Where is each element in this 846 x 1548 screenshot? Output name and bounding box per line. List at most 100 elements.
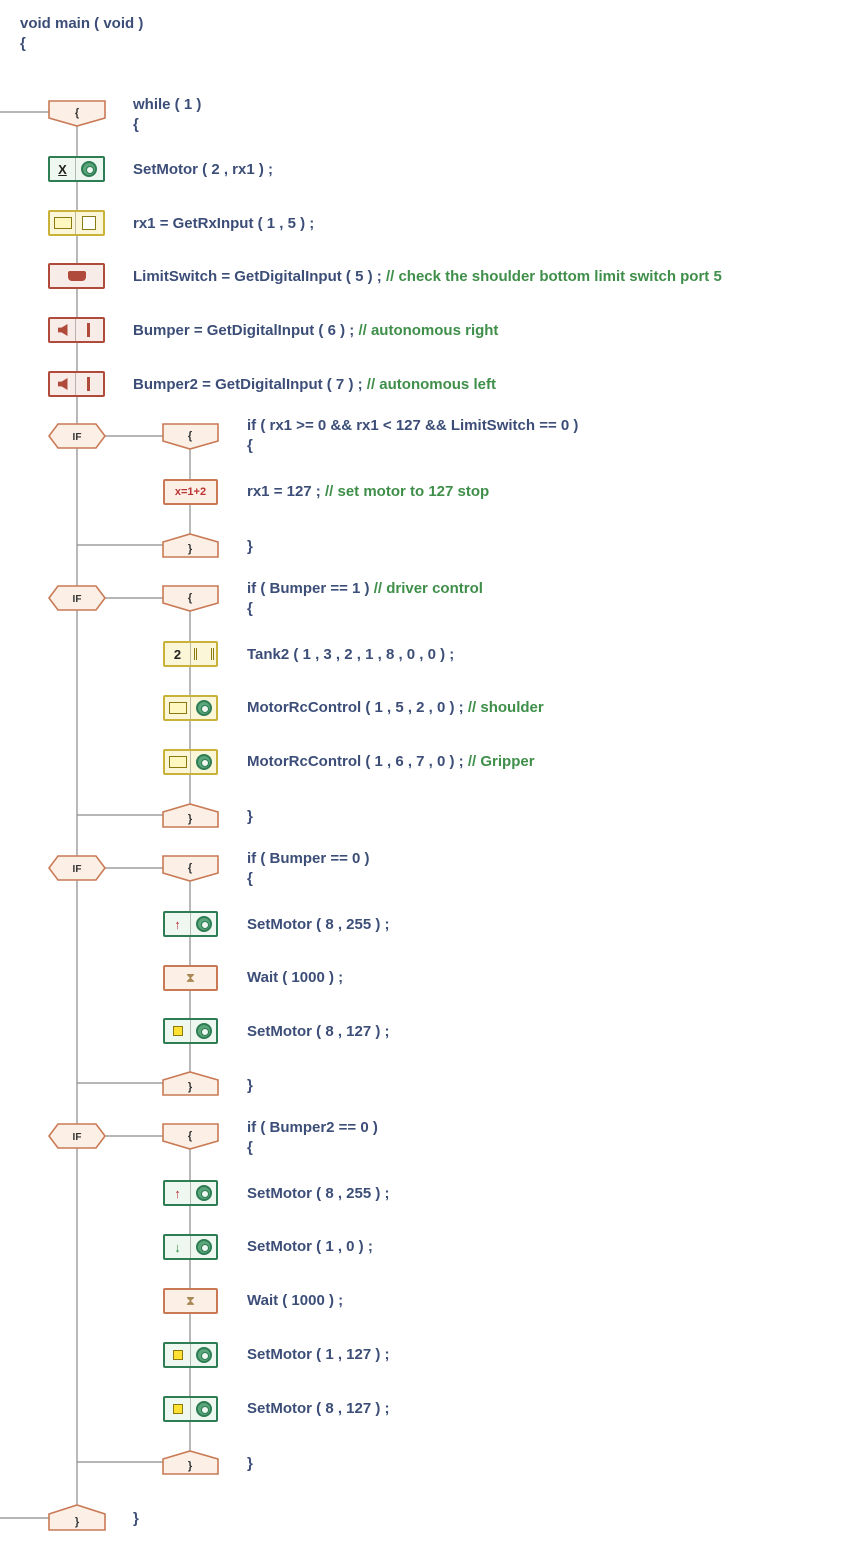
rc-transmitter-icon xyxy=(165,751,190,773)
code-line: SetMotor ( 8 , 127 ) ; xyxy=(247,1023,390,1040)
code-line: Wait ( 1000 ) ; xyxy=(247,1292,344,1309)
motor-gear-icon xyxy=(190,1182,216,1204)
code-line: SetMotor ( 8 , 255 ) ; xyxy=(247,1185,390,1202)
if3-close-shape[interactable]: } xyxy=(162,1071,219,1096)
tank2-block[interactable]: 2 xyxy=(163,641,218,667)
bumper2-block[interactable] xyxy=(48,371,105,397)
bumper-switch-icon xyxy=(50,373,75,395)
code-line: SetMotor ( 8 , 127 ) ; xyxy=(247,1400,390,1417)
receiver-icon xyxy=(75,212,101,234)
code-line: if ( rx1 >= 0 && rx1 < 127 && LimitSwitc… xyxy=(247,417,579,434)
code-comment: // autonomous right xyxy=(358,322,499,339)
code-line: while ( 1 ) xyxy=(133,96,202,113)
if1-open-shape[interactable]: { xyxy=(162,423,219,450)
code-comment: // set motor to 127 stop xyxy=(324,483,490,500)
code-line: Bumper2 = GetDigitalInput ( 7 ) ; // aut… xyxy=(133,376,496,393)
motor-gear-icon xyxy=(190,1236,216,1258)
while-close-shape[interactable]: } xyxy=(48,1504,106,1531)
code-line: Tank2 ( 1 , 3 , 2 , 1 , 8 , 0 , 0 ) ; xyxy=(247,646,455,663)
setmotor-8-127-block[interactable] xyxy=(163,1018,218,1044)
rc-transmitter-icon xyxy=(50,212,75,234)
motor-gear-icon xyxy=(75,158,101,180)
assignment-icon: x=1+2 xyxy=(174,486,207,498)
code-line: MotorRcControl ( 1 , 6 , 7 , 0 ) ; // Gr… xyxy=(247,753,535,770)
code-comment: // shoulder xyxy=(467,699,544,716)
hourglass-icon: ⧗ xyxy=(185,1293,196,1308)
code-line: rx1 = 127 ; // set motor to 127 stop xyxy=(247,483,490,500)
code-line: } xyxy=(247,808,253,825)
motor-gear-icon xyxy=(190,697,216,719)
if3-close-label: } xyxy=(188,1081,193,1093)
bumper-switch-icon xyxy=(50,319,75,341)
tank-two-icon: 2 xyxy=(173,646,182,662)
if1-open-label: { xyxy=(188,430,193,442)
while-open-shape[interactable]: { xyxy=(48,100,106,127)
arrow-up-icon: ↑ xyxy=(174,916,181,932)
port-icon xyxy=(75,373,101,395)
setmotor-8-127-block[interactable] xyxy=(163,1396,218,1422)
setmotor-8-255-block[interactable]: ↑ xyxy=(163,911,218,937)
variable-x-icon: X xyxy=(58,161,67,177)
if2-open-shape[interactable]: { xyxy=(162,585,219,612)
code-comment: // Gripper xyxy=(467,753,535,770)
function-signature: void main ( void ) xyxy=(20,15,144,32)
code-comment: // driver control xyxy=(373,580,483,597)
if4-label: IF xyxy=(73,1132,82,1143)
bumper-block[interactable] xyxy=(48,317,105,343)
if3-open-shape[interactable]: { xyxy=(162,855,219,882)
code-line: Bumper = GetDigitalInput ( 6 ) ; // auto… xyxy=(133,322,499,339)
motorrc-shoulder-block[interactable] xyxy=(163,695,218,721)
setmotor-8-255-block[interactable]: ↑ xyxy=(163,1180,218,1206)
code-line: { xyxy=(247,437,253,454)
hourglass-icon: ⧗ xyxy=(185,970,196,985)
code-line: } xyxy=(247,1077,253,1094)
motor-gear-icon xyxy=(190,1020,216,1042)
motor-gear-icon xyxy=(190,1344,216,1366)
code-line: LimitSwitch = GetDigitalInput ( 5 ) ; //… xyxy=(133,268,722,285)
if1-label: IF xyxy=(73,432,82,443)
code-line: MotorRcControl ( 1 , 5 , 2 , 0 ) ; // sh… xyxy=(247,699,544,716)
if1-close-shape[interactable]: } xyxy=(162,533,219,558)
limit-switch-icon xyxy=(67,271,86,281)
if3-shape[interactable]: IF xyxy=(48,855,106,881)
code-line: SetMotor ( 1 , 127 ) ; xyxy=(247,1346,390,1363)
setmotor-1-127-block[interactable] xyxy=(163,1342,218,1368)
code-line: } xyxy=(247,538,253,555)
if4-open-shape[interactable]: { xyxy=(162,1123,219,1150)
wait-block[interactable]: ⧗ xyxy=(163,1288,218,1314)
motor-gear-icon xyxy=(190,913,216,935)
code-line: if ( Bumper == 1 ) // driver control xyxy=(247,580,483,597)
if4-close-shape[interactable]: } xyxy=(162,1450,219,1475)
code-line: } xyxy=(133,1510,139,1527)
rc-transmitter-icon xyxy=(165,697,190,719)
if3-open-label: { xyxy=(188,862,193,874)
code-line: if ( Bumper == 0 ) xyxy=(247,850,370,867)
if2-close-shape[interactable]: } xyxy=(162,803,219,828)
code-line: rx1 = GetRxInput ( 1 , 5 ) ; xyxy=(133,215,315,232)
motor-gear-icon xyxy=(190,751,216,773)
code-line: } xyxy=(247,1455,253,1472)
if2-label: IF xyxy=(73,594,82,605)
stop-square-icon xyxy=(165,1344,190,1366)
if4-shape[interactable]: IF xyxy=(48,1123,106,1149)
code-line: SetMotor ( 2 , rx1 ) ; xyxy=(133,161,274,178)
arrow-up-icon: ↑ xyxy=(174,1185,181,1201)
code-line: Wait ( 1000 ) ; xyxy=(247,969,344,986)
if2-shape[interactable]: IF xyxy=(48,585,106,611)
setmotor-1-0-block[interactable]: ↓ xyxy=(163,1234,218,1260)
setmotor-block[interactable]: X xyxy=(48,156,105,182)
assign-rx1-block[interactable]: x=1+2 xyxy=(163,479,218,505)
if3-label: IF xyxy=(73,864,82,875)
if1-shape[interactable]: IF xyxy=(48,423,106,449)
if2-close-label: } xyxy=(188,813,193,825)
code-line: { xyxy=(247,600,253,617)
limitswitch-block[interactable] xyxy=(48,263,105,289)
code-line: SetMotor ( 8 , 255 ) ; xyxy=(247,916,390,933)
while-close-label: } xyxy=(75,1516,80,1528)
stop-square-icon xyxy=(165,1398,190,1420)
motorrc-gripper-block[interactable] xyxy=(163,749,218,775)
wait-block[interactable]: ⧗ xyxy=(163,965,218,991)
getrxinput-block[interactable] xyxy=(48,210,105,236)
while-open-label: { xyxy=(75,107,80,119)
